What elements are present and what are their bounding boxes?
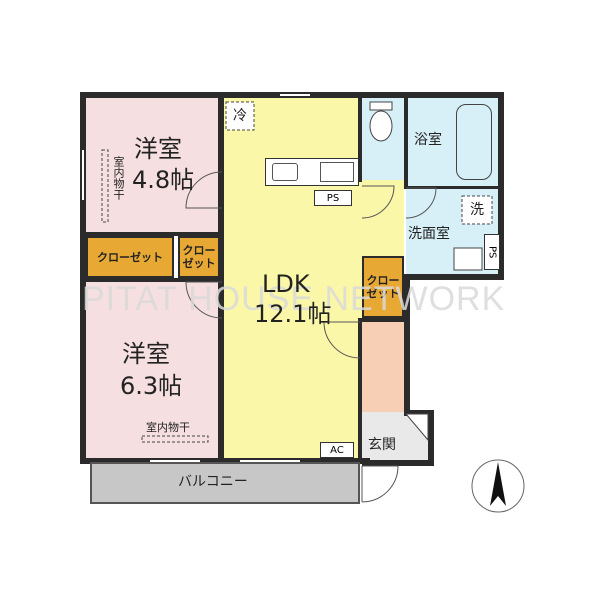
toilet-bowl xyxy=(369,110,393,142)
balcony-rail xyxy=(90,462,360,504)
ac-box: AC xyxy=(320,442,354,458)
washer-label: 洗 xyxy=(470,202,484,218)
door-swing xyxy=(185,171,223,209)
door-swing xyxy=(185,281,223,319)
wall xyxy=(356,92,504,98)
balcony xyxy=(92,462,358,502)
washroom-label: 洗面室 xyxy=(408,226,450,242)
fridge-box xyxy=(225,101,255,131)
entrance-label: 玄関 xyxy=(368,437,396,453)
bedroom-2-size: 6.3帖 xyxy=(120,372,183,400)
north-arrow-icon xyxy=(490,462,506,506)
bedroom-2 xyxy=(86,280,220,460)
wall xyxy=(358,318,406,322)
fridge-label: 冷 xyxy=(233,108,247,124)
wall xyxy=(358,92,362,182)
bedroom-2-name: 洋室 xyxy=(122,340,170,368)
bedroom-1-drying-label: 室内物干 xyxy=(112,156,125,200)
sink xyxy=(272,163,298,181)
door-swing xyxy=(361,465,399,503)
door-swing xyxy=(323,321,361,359)
ldk-size: 12.1帖 xyxy=(254,300,332,328)
hallway xyxy=(362,322,406,412)
ps-box-1: PS xyxy=(314,190,352,206)
watermark: PITAT HOUSE NETWORK xyxy=(82,280,506,318)
entrance-step xyxy=(404,413,429,442)
wall xyxy=(428,410,434,466)
wall xyxy=(404,274,410,414)
closet-2: クロー ゼット xyxy=(178,236,220,278)
bedroom-2-drying-label: 室内物干 xyxy=(146,421,190,434)
washer-box xyxy=(461,195,493,225)
door-swing xyxy=(405,187,437,219)
wall xyxy=(362,460,434,466)
bedroom-1-name: 洋室 xyxy=(134,135,182,163)
wall xyxy=(80,232,222,236)
wall xyxy=(218,92,224,462)
closet-1: クローゼット xyxy=(86,236,174,278)
bedroom-1-size: 4.8帖 xyxy=(132,166,195,194)
toilet-tank xyxy=(369,101,393,111)
wall xyxy=(404,92,408,188)
balcony-label: バルコニー xyxy=(178,474,248,490)
door-swing xyxy=(361,185,395,219)
wash-basin xyxy=(453,247,483,271)
drying-rail xyxy=(101,149,109,223)
bath-label: 浴室 xyxy=(414,132,442,148)
ldk-name: LDK xyxy=(262,270,310,298)
wall xyxy=(404,186,500,189)
wall xyxy=(498,92,504,278)
drying-rail xyxy=(141,435,209,443)
wall xyxy=(358,318,362,462)
wall xyxy=(80,278,222,282)
wall xyxy=(80,458,370,464)
wall xyxy=(404,410,432,416)
wall xyxy=(404,274,504,280)
stove xyxy=(320,162,354,182)
closet-3: クロー ゼット xyxy=(362,256,404,318)
bathtub xyxy=(456,104,492,180)
ps-box-2: PS xyxy=(484,234,500,270)
